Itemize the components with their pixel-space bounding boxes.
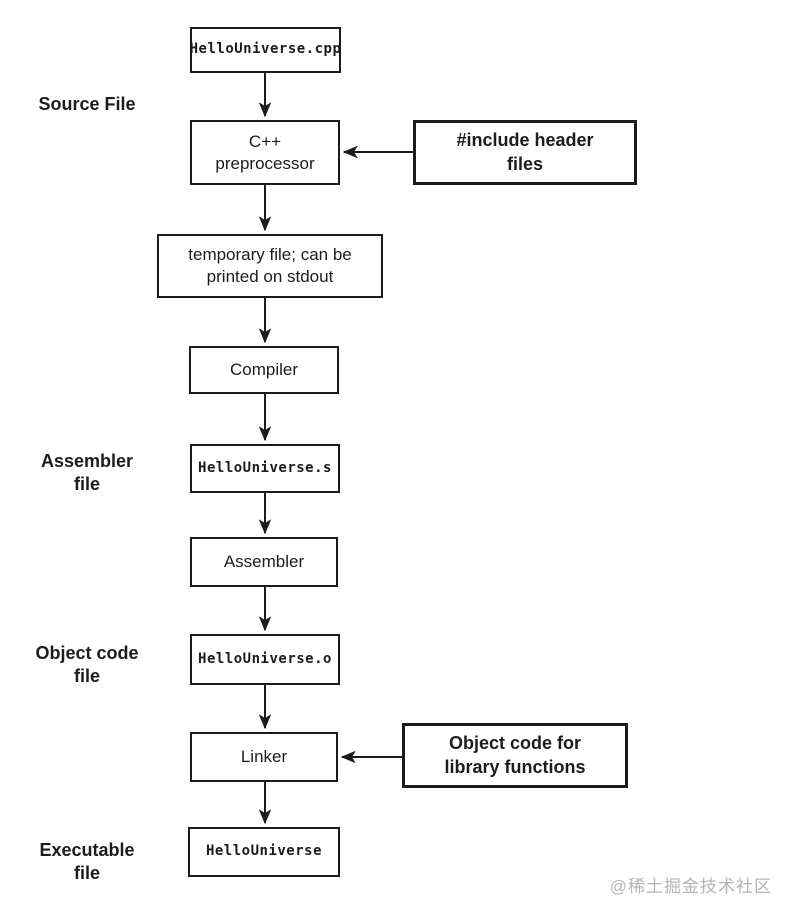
label-executable-file: Executable file xyxy=(39,840,135,884)
node-preprocessor-box: C++ preprocessor xyxy=(190,120,340,185)
node-temp-file-box: temporary file; can be printed on stdout xyxy=(157,234,383,298)
node-library-objects-box: Object code for library functions xyxy=(402,723,628,788)
watermark-text: @稀土掘金技术社区 xyxy=(609,877,772,896)
node-include-headers-box: #include header files xyxy=(413,120,637,185)
node-compiler-box: Compiler xyxy=(189,346,339,394)
node-assembly-file-box: HelloUniverse.s xyxy=(190,444,340,493)
node-assembler-box: Assembler xyxy=(190,537,338,587)
label-assembler-file: Assembler file xyxy=(40,451,134,495)
node-executable-box: HelloUniverse xyxy=(188,827,340,877)
node-object-file-box: HelloUniverse.o xyxy=(190,634,340,685)
node-linker-box: Linker xyxy=(190,732,338,782)
label-source-file: Source File xyxy=(38,94,136,114)
node-source-code-box: HelloUniverse.cpp xyxy=(190,27,341,73)
label-object-code-file: Object code file xyxy=(35,643,139,687)
